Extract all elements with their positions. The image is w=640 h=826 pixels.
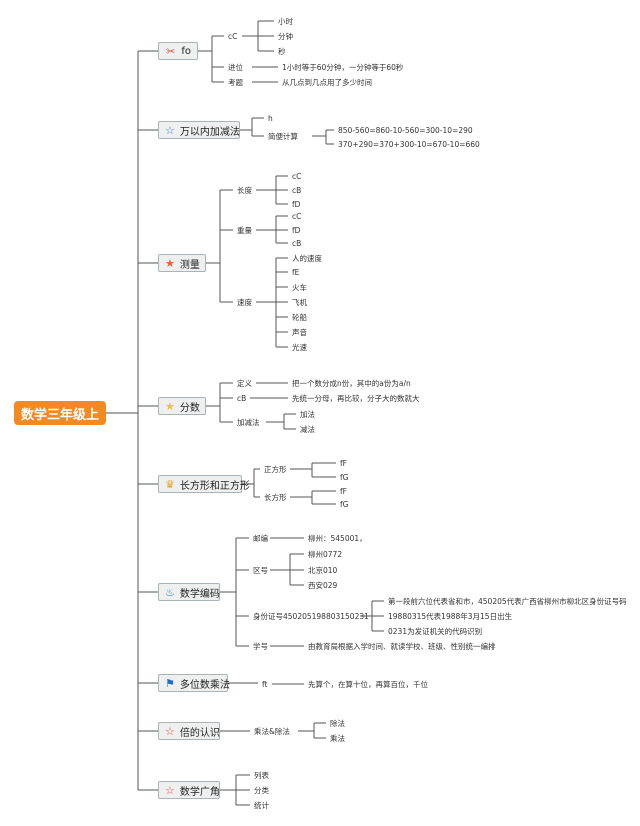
- tools-icon: ✂: [166, 44, 176, 58]
- node[interactable]: 1小时等于60分钟，一分钟等于60秒: [282, 63, 404, 72]
- node[interactable]: fD: [292, 226, 301, 235]
- node[interactable]: 定义: [237, 379, 252, 388]
- branch-label: 数学广角: [179, 786, 220, 798]
- branch-addsub[interactable]: ☆ 万以内加减法: [158, 121, 240, 139]
- branch-times[interactable]: ☆ 倍的认识: [158, 722, 220, 740]
- node[interactable]: fF: [340, 487, 347, 496]
- node[interactable]: 光速: [292, 343, 307, 352]
- node[interactable]: 先算个，在算十位，再算百位，千位: [308, 680, 428, 689]
- node[interactable]: ft: [262, 680, 268, 689]
- node[interactable]: 柳州：545001，: [308, 534, 367, 543]
- node[interactable]: cB: [237, 394, 247, 403]
- node[interactable]: 学号: [253, 642, 268, 651]
- node[interactable]: cC: [228, 32, 238, 41]
- branch-label: 分数: [179, 402, 200, 414]
- node[interactable]: 轮船: [292, 313, 307, 322]
- star-yellow-icon: ★: [165, 399, 175, 413]
- node[interactable]: 身份证号450205198803150231: [253, 612, 369, 621]
- node[interactable]: 加法: [300, 410, 315, 419]
- node[interactable]: 区号: [253, 566, 268, 575]
- node[interactable]: cC: [292, 212, 302, 221]
- branch-label: 倍的认识: [179, 727, 220, 739]
- node[interactable]: 第一段前六位代表省和市，450205代表广西省柳州市柳北区身份证号码: [388, 597, 627, 606]
- node[interactable]: 分类: [254, 786, 269, 795]
- trophy-icon: ♛: [165, 477, 175, 491]
- node[interactable]: 把一个数分成n份，其中的a份为a/n: [292, 379, 411, 388]
- node[interactable]: 小时: [278, 17, 293, 26]
- branch-multiply[interactable]: ⚑ 多位数乘法: [158, 674, 230, 692]
- node[interactable]: 减法: [300, 425, 315, 434]
- node[interactable]: 乘法: [330, 734, 345, 743]
- branch-label: 测量: [179, 259, 200, 271]
- node[interactable]: 进位: [228, 63, 243, 72]
- root-topic[interactable]: 数学三年级上: [14, 401, 106, 425]
- node[interactable]: 370+290=370+300-10=670-10=660: [338, 140, 480, 149]
- node[interactable]: 长方形: [264, 493, 287, 502]
- node[interactable]: fF: [340, 459, 347, 468]
- node[interactable]: 0231为发证机关的代码识别: [388, 627, 483, 636]
- node[interactable]: 长度: [237, 186, 252, 195]
- node[interactable]: 速度: [237, 298, 252, 307]
- node[interactable]: 分钟: [278, 32, 293, 41]
- branch-fraction[interactable]: ★ 分数: [158, 397, 206, 415]
- flame-icon: ♨: [165, 585, 175, 599]
- node[interactable]: 声音: [292, 328, 307, 337]
- node[interactable]: fE: [292, 268, 300, 277]
- node[interactable]: fD: [292, 200, 301, 209]
- branch-label: 数学编码: [179, 588, 220, 600]
- branch-time[interactable]: ✂ fo: [158, 42, 198, 60]
- node[interactable]: 邮编: [253, 534, 268, 543]
- branch-label: 万以内加减法: [179, 126, 240, 138]
- star-outline-icon: ☆: [165, 123, 175, 137]
- node[interactable]: 重量: [237, 226, 252, 235]
- node[interactable]: 加减法: [237, 418, 260, 427]
- node[interactable]: 从几点到几点用了多少时间: [282, 78, 372, 87]
- branch-measure[interactable]: ★ 测量: [158, 254, 206, 272]
- branch-coding[interactable]: ♨ 数学编码: [158, 583, 220, 601]
- node[interactable]: fG: [340, 473, 349, 482]
- node[interactable]: h: [268, 114, 273, 123]
- branch-label: 长方形和正方形: [179, 480, 250, 492]
- node[interactable]: 统计: [254, 801, 269, 810]
- node[interactable]: 除法: [330, 719, 345, 728]
- star-outline-red-icon: ☆: [165, 783, 175, 797]
- node[interactable]: 简便计算: [268, 132, 298, 141]
- node[interactable]: 由教育局根据入学时间、就读学校、班级、性别统一编排: [308, 642, 496, 651]
- node[interactable]: 先统一分母，再比较，分子大的数就大: [292, 394, 420, 403]
- node[interactable]: 列表: [254, 771, 269, 780]
- node[interactable]: 柳州0772: [308, 550, 343, 559]
- node[interactable]: 乘法&除法: [254, 727, 290, 736]
- node[interactable]: 正方形: [264, 465, 287, 474]
- branch-label: 多位数乘法: [179, 679, 230, 691]
- node[interactable]: cB: [292, 239, 302, 248]
- branch-label: fo: [181, 45, 191, 57]
- node[interactable]: 考题: [228, 78, 243, 87]
- star-filled-icon: ★: [165, 256, 175, 270]
- star-outline-red-icon: ☆: [165, 724, 175, 738]
- node[interactable]: 秒: [278, 47, 286, 56]
- node[interactable]: 西安029: [308, 581, 338, 590]
- branch-wide-angle[interactable]: ☆ 数学广角: [158, 781, 220, 799]
- node[interactable]: 飞机: [292, 298, 307, 307]
- node[interactable]: 火车: [292, 283, 307, 292]
- node[interactable]: fG: [340, 500, 349, 509]
- node[interactable]: cC: [292, 172, 302, 181]
- branch-rectangle[interactable]: ♛ 长方形和正方形: [158, 475, 250, 493]
- node[interactable]: 850-560=860-10-560=300-10=290: [338, 126, 473, 135]
- node[interactable]: 人的速度: [292, 254, 322, 263]
- flag-icon: ⚑: [165, 676, 175, 690]
- node[interactable]: 19880315代表1988年3月15日出生: [388, 612, 513, 621]
- node[interactable]: 北京010: [308, 566, 338, 575]
- node[interactable]: cB: [292, 186, 302, 195]
